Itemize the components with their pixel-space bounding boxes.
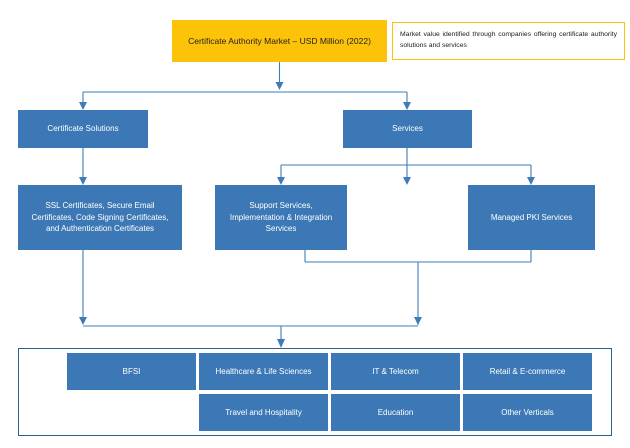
node-support-services[interactable]: Support Services, Implementation & Integ… xyxy=(215,185,347,250)
vertical-healthcare-life-sciences-label: Healthcare & Life Sciences xyxy=(215,366,312,376)
vertical-retail-ecommerce-label: Retail & E-commerce xyxy=(489,366,566,376)
vertical-bfsi-label: BFSI xyxy=(122,366,141,376)
vertical-it-telecom-label: IT & Telecom xyxy=(372,366,419,376)
vertical-healthcare-life-sciences[interactable]: Healthcare & Life Sciences xyxy=(199,353,328,390)
vertical-bfsi[interactable]: BFSI xyxy=(67,353,196,390)
vertical-education-label: Education xyxy=(377,407,414,417)
vertical-retail-ecommerce[interactable]: Retail & E-commerce xyxy=(463,353,592,390)
market-value-note: Market value identified through companie… xyxy=(392,22,625,60)
node-managed-pki-services-label: Managed PKI Services xyxy=(490,212,573,222)
node-support-services-label: Support Services, Implementation & Integ… xyxy=(229,201,333,234)
market-title-label: Certificate Authority Market – USD Milli… xyxy=(188,35,371,46)
node-services-label: Services xyxy=(392,124,423,134)
market-value-note-label: Market value identified through companie… xyxy=(400,31,617,49)
node-certificate-types[interactable]: SSL Certificates, Secure Email Certifica… xyxy=(18,185,182,250)
vertical-travel-hospitality-label: Travel and Hospitality xyxy=(225,407,302,417)
node-certificate-types-label: SSL Certificates, Secure Email Certifica… xyxy=(31,201,169,234)
vertical-it-telecom[interactable]: IT & Telecom xyxy=(331,353,460,390)
node-services[interactable]: Services xyxy=(343,110,472,148)
vertical-travel-hospitality[interactable]: Travel and Hospitality xyxy=(199,394,328,431)
vertical-education[interactable]: Education xyxy=(331,394,460,431)
vertical-other-verticals-label: Other Verticals xyxy=(501,407,554,417)
vertical-other-verticals[interactable]: Other Verticals xyxy=(463,394,592,431)
node-certificate-solutions-label: Certificate Solutions xyxy=(47,124,119,134)
node-managed-pki-services[interactable]: Managed PKI Services xyxy=(468,185,595,250)
node-certificate-solutions[interactable]: Certificate Solutions xyxy=(18,110,148,148)
market-title-box[interactable]: Certificate Authority Market – USD Milli… xyxy=(172,20,387,62)
